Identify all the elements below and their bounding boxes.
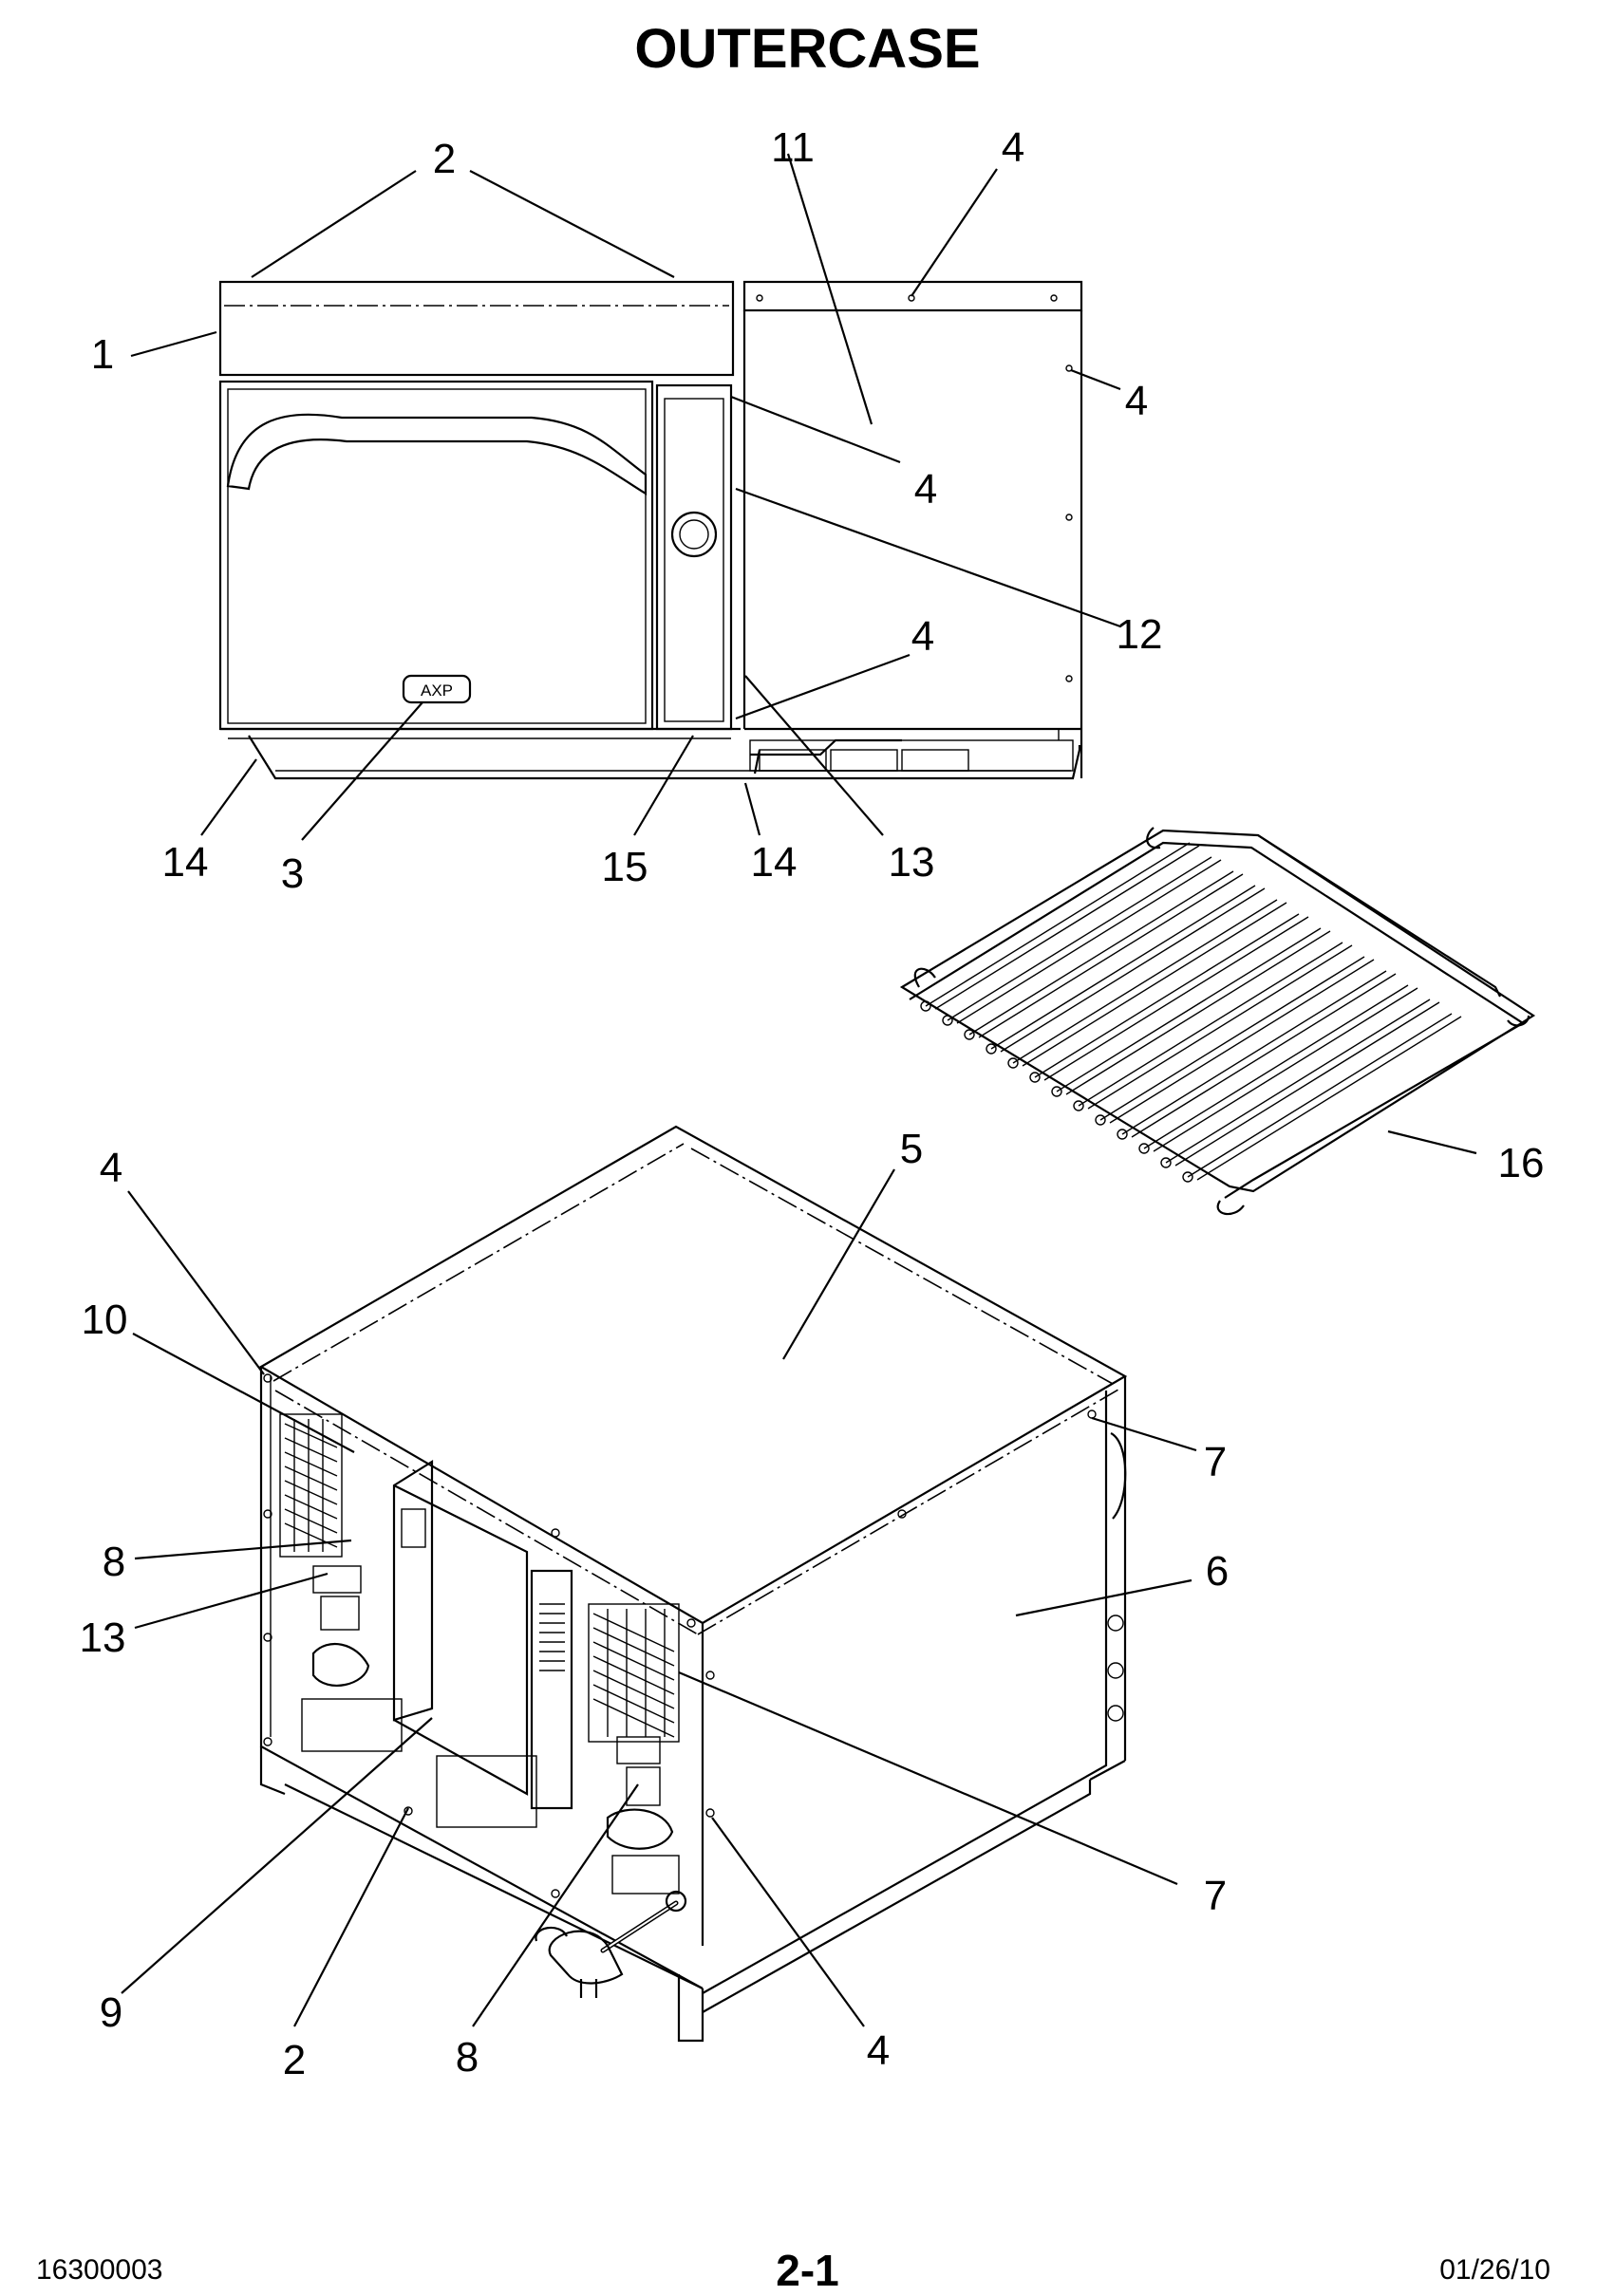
- axp-badge-text: AXP: [421, 681, 453, 700]
- callout-rear-9: 9: [100, 1989, 122, 2036]
- callout-front-1: 1: [91, 331, 114, 378]
- callout-front-3: 3: [281, 850, 304, 897]
- callout-front-11: 11: [771, 124, 815, 171]
- callout-front-13: 13: [889, 839, 935, 886]
- callout-front-14a: 14: [162, 839, 209, 886]
- callout-front-4a: 4: [1002, 124, 1024, 171]
- callout-rear-8b: 8: [456, 2034, 479, 2081]
- callout-front-2: 2: [433, 136, 456, 182]
- page-title: OUTERCASE: [634, 18, 981, 80]
- rear-view-oven: [258, 1125, 1128, 2043]
- callout-leaders: [121, 153, 1477, 2027]
- callout-front-15: 15: [602, 844, 648, 890]
- control-knob: [670, 511, 718, 558]
- callout-rear-2: 2: [283, 2037, 306, 2083]
- oven-rack: [899, 827, 1536, 1216]
- callout-rear-7b: 7: [1204, 1873, 1227, 1919]
- callout-rack-16: 16: [1498, 1140, 1545, 1186]
- callout-front-12: 12: [1117, 611, 1163, 658]
- callout-rear-6: 6: [1206, 1548, 1229, 1595]
- callout-rear-10: 10: [82, 1297, 128, 1343]
- revision-date: 01/26/10: [1439, 2254, 1550, 2286]
- axp-badge: [402, 674, 472, 704]
- page-number: 2-1: [776, 2246, 839, 2295]
- front-view-oven: AXP: [218, 280, 1083, 780]
- callout-rear-4a: 4: [100, 1145, 122, 1191]
- callout-rear-7a: 7: [1204, 1439, 1227, 1485]
- callout-front-4d: 4: [911, 613, 934, 660]
- callout-rear-8a: 8: [103, 1539, 125, 1585]
- callout-rear-5: 5: [900, 1126, 923, 1172]
- callout-front-4c: 4: [914, 466, 937, 513]
- callout-front-4b: 4: [1125, 378, 1148, 424]
- callout-rear-13: 13: [80, 1615, 126, 1661]
- callout-rear-4b: 4: [867, 2027, 890, 2074]
- callout-front-14b: 14: [751, 839, 798, 886]
- callout-labels: 2 11 4 1 4 4 12 4 14 3 15 14 13 16 5 4 1…: [80, 124, 1545, 2083]
